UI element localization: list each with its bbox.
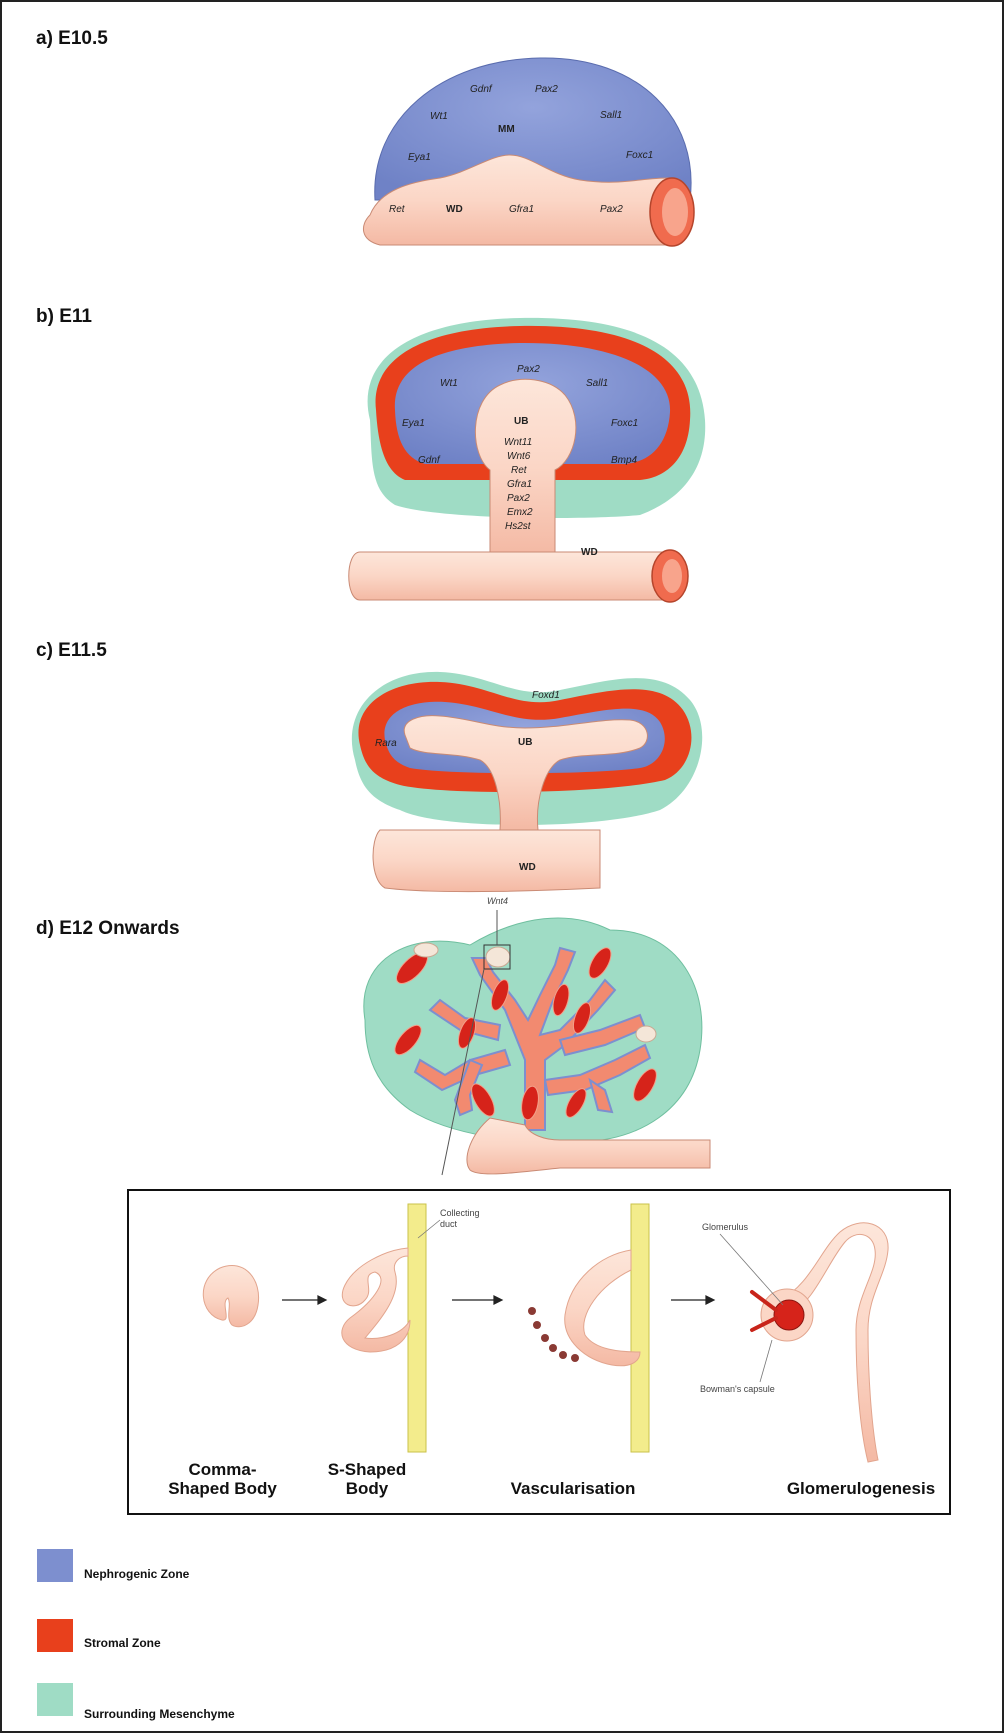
legend-swatch-stromal xyxy=(37,1619,73,1652)
collecting-duct-label: Collecting duct xyxy=(440,1208,480,1230)
mm-gene-pax2: Pax2 xyxy=(535,84,558,95)
b-gene-foxc1: Foxc1 xyxy=(611,418,638,429)
glomerulus-label: Glomerulus xyxy=(702,1222,748,1232)
ub-label-c: UB xyxy=(518,737,532,748)
mm-gene-foxc1: Foxc1 xyxy=(626,150,653,161)
wd-label-b: WD xyxy=(581,547,598,558)
legend-label-mesenchyme: Surrounding Mesenchyme xyxy=(84,1707,235,1721)
collecting-duct-1 xyxy=(408,1204,426,1452)
stage-s-shaped: S-Shaped Body xyxy=(312,1460,422,1498)
panel-b-title: b) E11 xyxy=(36,306,92,328)
wd-tube-b xyxy=(349,552,670,600)
glomerulus xyxy=(774,1300,804,1330)
collecting-duct-2 xyxy=(631,1204,649,1452)
legend-swatch-mesenchyme xyxy=(37,1683,73,1716)
b-gene-wt1: Wt1 xyxy=(440,378,458,389)
foxd1-label: Foxd1 xyxy=(532,690,560,701)
ub-gene-wnt11: Wnt11 xyxy=(504,437,532,448)
b-gene-sall1: Sall1 xyxy=(586,378,608,389)
wnt4-label: Wnt4 xyxy=(487,896,508,906)
wd-label-a: WD xyxy=(446,204,463,215)
panel-d-title: d) E12 Onwards xyxy=(36,918,180,940)
wd-tube-lumen-b xyxy=(662,559,682,593)
b-gene-gdnf: Gdnf xyxy=(418,455,440,466)
mm-gene-wt1: Wt1 xyxy=(430,111,448,122)
legend-label-nephrogenic: Nephrogenic Zone xyxy=(84,1567,189,1581)
ub-label-b: UB xyxy=(514,416,528,427)
wd-gene-ret: Ret xyxy=(389,204,405,215)
mm-label: MM xyxy=(498,124,515,135)
mm-gene-gdnf: Gdnf xyxy=(470,84,492,95)
ub-gene-pax2: Pax2 xyxy=(507,493,530,504)
ub-gene-gfra1: Gfra1 xyxy=(507,479,532,490)
b-gene-eya1: Eya1 xyxy=(402,418,425,429)
mm-gene-sall1: Sall1 xyxy=(600,110,622,121)
stage-comma: Comma- Shaped Body xyxy=(150,1460,295,1498)
stage-glomerulogenesis: Glomerulogenesis xyxy=(772,1479,950,1498)
ub-gene-hs2st: Hs2st xyxy=(505,521,531,532)
wd-gene-gfra1: Gfra1 xyxy=(509,204,534,215)
panel-c-title: c) E11.5 xyxy=(36,640,107,662)
ub-gene-emx2: Emx2 xyxy=(507,507,533,518)
rara-label: Rara xyxy=(375,738,397,749)
legend-label-stromal: Stromal Zone xyxy=(84,1636,161,1650)
bowmans-capsule-label: Bowman's capsule xyxy=(700,1384,775,1394)
ub-gene-ret: Ret xyxy=(511,465,527,476)
wd-label-c: WD xyxy=(519,862,536,873)
stage-vascularisation: Vascularisation xyxy=(488,1479,658,1498)
b-gene-bmp4: Bmp4 xyxy=(611,455,637,466)
legend-swatch-nephrogenic xyxy=(37,1549,73,1582)
panel-a-labels: Gdnf Pax2 Wt1 Sall1 Eya1 Foxc1 MM Ret WD… xyxy=(0,0,1004,260)
wd-gene-pax2: Pax2 xyxy=(600,204,623,215)
b-gene-pax2: Pax2 xyxy=(517,364,540,375)
mm-gene-eya1: Eya1 xyxy=(408,152,431,163)
ub-gene-wnt6: Wnt6 xyxy=(507,451,530,462)
panel-d-diagram xyxy=(364,910,710,1175)
wd-tube-c xyxy=(373,830,600,892)
panel-c-diagram xyxy=(352,672,702,892)
